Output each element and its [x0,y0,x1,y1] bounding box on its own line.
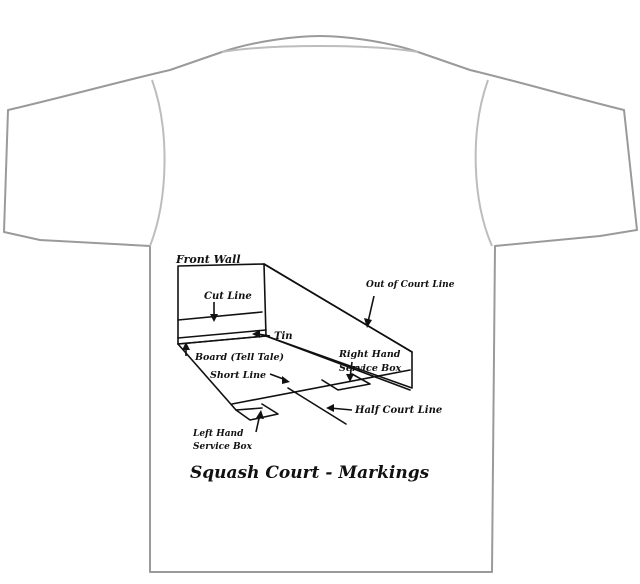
left-service-box-mark [235,403,279,421]
right-service-box-mark [321,373,371,391]
tin-mark [177,329,267,339]
tshirt-outline [3,35,638,573]
front-wall-label: Front Wall [175,253,241,266]
half-court-line-label: Half Court Line [354,405,442,416]
right-sleeve-seam [474,79,493,247]
out-of-court-line-mark [263,263,413,353]
left-hand-service-box-label-2: Service Box [193,442,253,452]
left-sleeve-seam [149,79,166,247]
board-mark [177,335,267,345]
short-line-mark [231,369,411,405]
squash-court-diagram [177,263,413,425]
collar [221,45,419,53]
out-of-court-line-label: Out of Court Line [366,280,455,290]
half-court-line-mark [287,387,347,425]
left-hand-service-box-label-1: Left Hand [192,429,244,439]
right-hand-service-box-label-1: Right Hand [338,349,401,360]
arrows [182,295,375,433]
board-label: Board (Tell Tale) [194,352,284,363]
cut-line-label: Cut Line [204,291,252,302]
right-hand-service-box-label-2: Service Box [339,363,402,374]
tin-label: Tin [274,331,293,342]
floor-right-edge [265,335,411,391]
cut-line-mark [177,311,263,321]
diagram-title: Squash Court - Markings [190,463,430,483]
short-line-label: Short Line [210,370,266,381]
